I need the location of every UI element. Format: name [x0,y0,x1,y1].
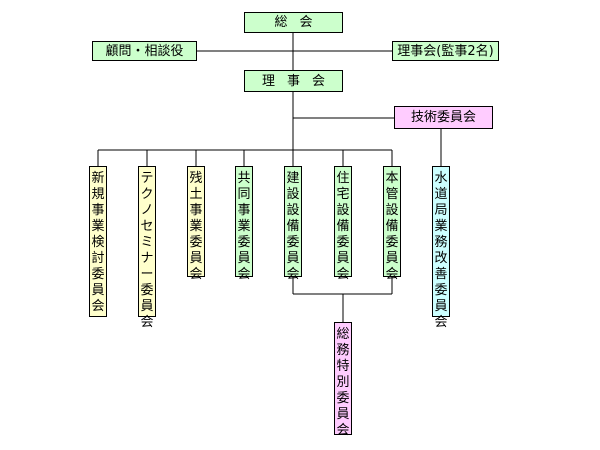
technical-committee-label: 技術委員会 [410,110,476,125]
committee-label: 共同事業委員会 [237,171,251,282]
advisors-box: 顧問・相談役 [92,41,197,61]
general-meeting-box: 総会 [244,12,343,33]
board-box: 理事会 [244,70,343,92]
committee-new-business: 新規事業検討委員会 [89,166,107,317]
general-meeting-label: 総会 [274,15,325,30]
advisors-label: 顧問・相談役 [105,43,184,59]
committee-joint-business: 共同事業委員会 [235,166,253,282]
board-label: 理事会 [261,73,337,89]
committee-label: 建設設備委員会 [286,171,300,282]
committee-label: 水道局業務改善委員会 [434,171,448,330]
committee-techno-seminar: テクノセミナー委員会 [138,166,156,330]
auditors-label: 理事会(監事2名) [397,43,494,59]
committee-label: 本管設備委員会 [385,171,399,282]
special-committee-label: 総務特別委員会 [336,327,350,438]
committee-label: 新規事業検討委員会 [91,171,105,314]
committee-waterworks-improvement: 水道局業務改善委員会 [432,166,450,330]
committee-surplus-soil: 残土事業委員会 [187,166,205,282]
technical-committee-box: 技術委員会 [394,106,493,129]
committee-label: 残土事業委員会 [189,171,203,282]
committee-label: 住宅設備委員会 [336,171,350,282]
auditors-box: 理事会(監事2名) [392,41,499,61]
committee-label: テクノセミナー委員会 [140,171,154,330]
special-committee-box: 総務特別委員会 [334,322,352,438]
committee-main-pipe-equipment: 本管設備委員会 [383,166,401,282]
committee-housing-equipment: 住宅設備委員会 [334,166,352,282]
committee-construction-equipment: 建設設備委員会 [284,166,302,282]
